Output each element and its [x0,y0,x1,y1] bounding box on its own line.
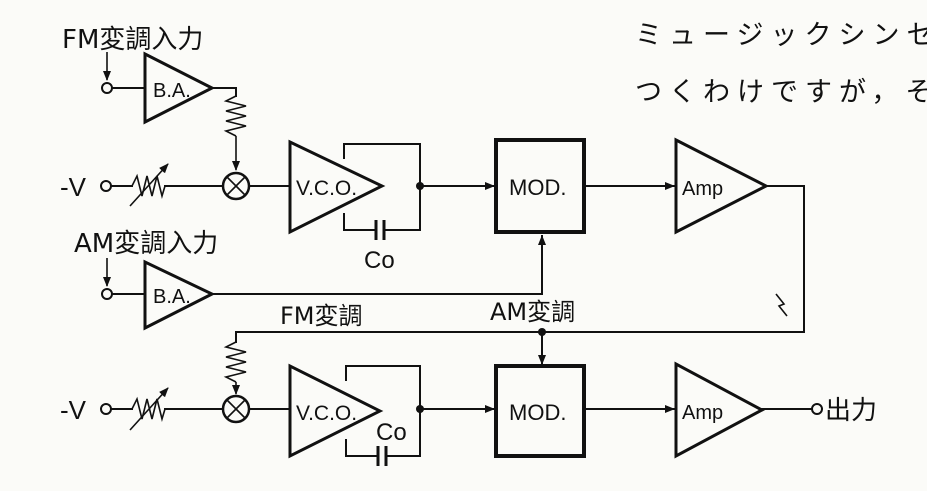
mod-top-block [494,138,586,234]
ba-top-buffer [143,51,216,125]
mod-top-label: MOD. [509,175,566,200]
output-terminal [811,403,823,415]
variable-resistor-top [131,173,166,200]
fm-mod-resistor [223,341,247,383]
vco-bottom-loop-lower-left [345,439,377,457]
amp-bottom [674,361,766,459]
c0-bottom-label: Co [376,419,407,446]
vco-top-label: V.C.O. [296,177,357,200]
amp-top [674,137,770,235]
variable-resistor-top-arrow [129,163,169,207]
am-input-label: AM変調入力 [74,229,218,259]
vco-top [288,139,386,235]
c0-top-label: Co [364,247,395,274]
break-mark [775,293,788,317]
vco-top-loop-upper [343,143,421,187]
fm-input-terminal [101,82,113,94]
vco-bottom [288,363,384,459]
amp-bottom-label: Amp [682,402,723,424]
ba-bottom-label: B.A. [153,286,191,308]
header-text-line1: ミュージックシンセ [635,20,927,51]
mixer-top-cross-b [226,176,246,196]
amp-top-out-wire [541,185,805,333]
vco-bottom-label: V.C.O. [296,402,357,425]
fm-mod-wire [235,331,543,343]
vco-bottom-loop-upper [345,365,421,410]
variable-resistor-bottom-arrow [129,387,169,431]
fm-input-label: FM変調入力 [62,25,203,55]
ba-bottom-buffer [143,259,216,331]
neg-v-top-terminal [100,180,112,192]
am-to-mod-top-wire [211,235,546,295]
output-label: 出力 [825,396,877,426]
ba-top-out-wire [211,87,237,97]
neg-v-bottom-label: -V [60,395,87,425]
am-mod-label: AM変調 [490,298,575,326]
am-input-terminal [101,288,113,300]
header-text-line2: つくわけですが，そ [635,77,927,108]
vco-top-loop-lower-right [385,185,421,231]
fm-mod-label: FM変調 [280,302,363,330]
vco-top-loop-lower-left [343,213,375,231]
neg-v-bottom-terminal [100,403,112,415]
fm-resistor [223,95,247,137]
vco-bottom-loop-lower-right [387,408,421,457]
mod-bottom-label: MOD. [509,400,566,425]
mixer-bottom-cross-b [226,399,246,419]
amp-top-label: Amp [682,178,723,200]
mod-bottom-block [494,364,586,458]
neg-v-top-label: -V [60,172,87,202]
ba-top-label: B.A. [153,80,191,102]
